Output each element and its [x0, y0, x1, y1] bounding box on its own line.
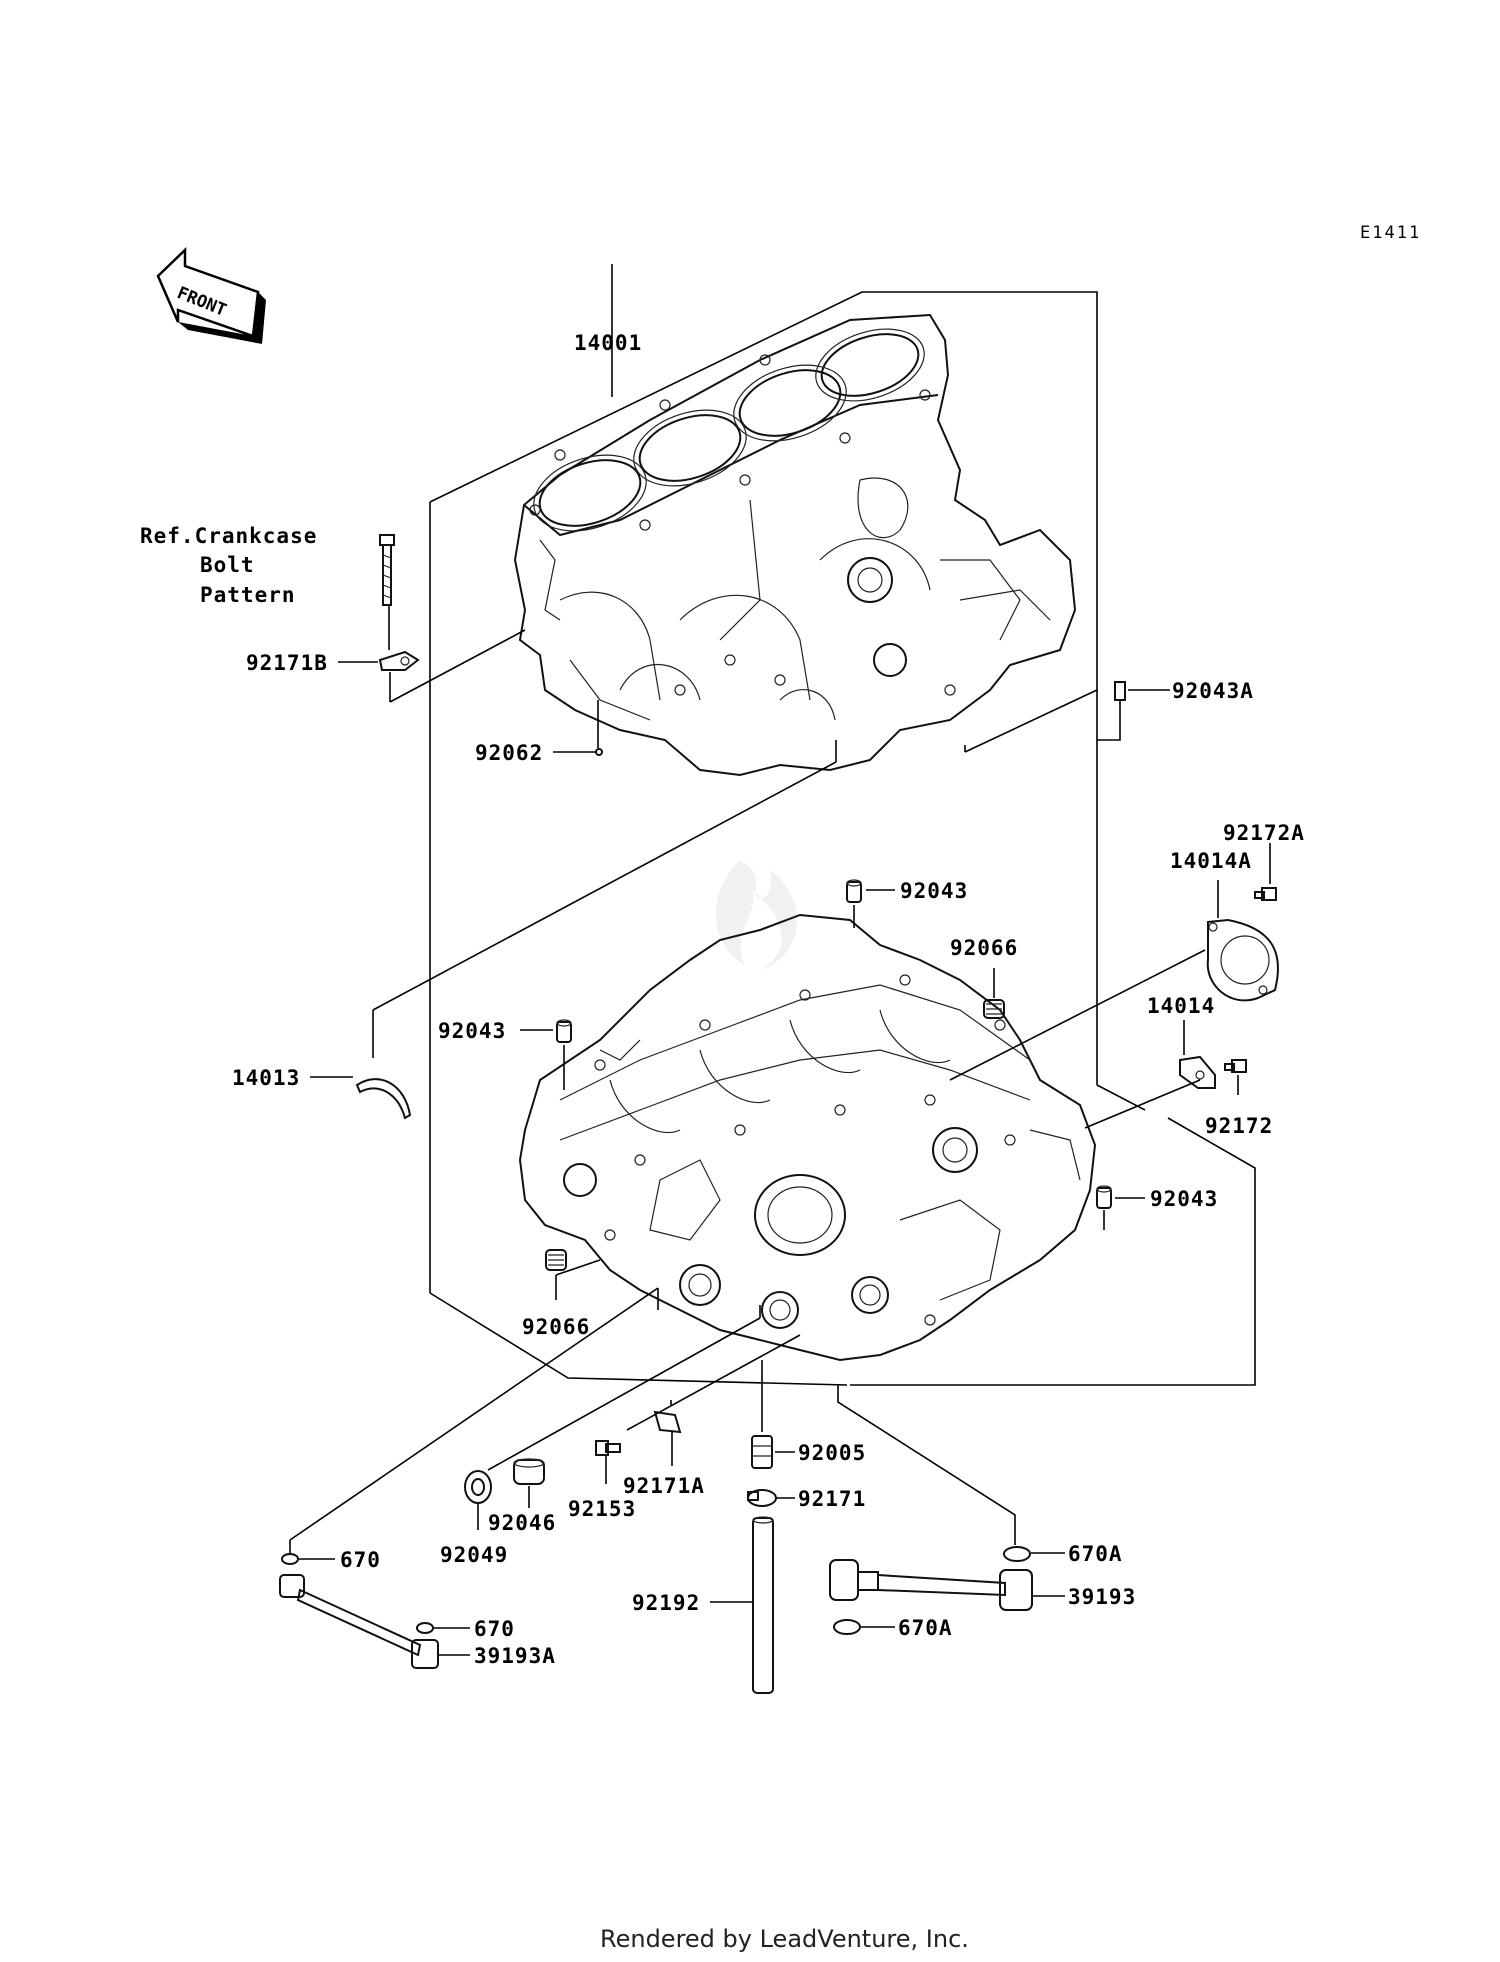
- bolt-92172[interactable]: [1224, 1059, 1247, 1073]
- ref-note-line3: Pattern: [200, 583, 296, 607]
- cover-14014A[interactable]: [1206, 918, 1279, 1002]
- bolt-92153[interactable]: [595, 1440, 621, 1456]
- label-14013: 14013: [232, 1066, 300, 1090]
- bearing-14013[interactable]: [355, 1078, 412, 1120]
- bearing-92046[interactable]: [513, 1458, 545, 1485]
- label-670A-top: 670A: [1068, 1542, 1123, 1566]
- label-92043-right: 92043: [1150, 1187, 1218, 1211]
- diagram-code: E1411: [1360, 223, 1421, 243]
- hose-92192[interactable]: [752, 1516, 774, 1694]
- label-14014: 14014: [1147, 994, 1215, 1018]
- label-92172A: 92172A: [1223, 821, 1305, 845]
- clamp-92171A[interactable]: [653, 1410, 682, 1434]
- clamp-92171[interactable]: [747, 1489, 777, 1507]
- label-92171: 92171: [798, 1487, 866, 1511]
- bolt-92172A[interactable]: [1254, 887, 1277, 901]
- o-ring-670A-bottom[interactable]: [833, 1619, 861, 1635]
- label-14001: 14001: [574, 331, 642, 355]
- crankcase-bolt[interactable]: [379, 534, 395, 606]
- label-92153: 92153: [568, 1497, 636, 1521]
- footer-credit: Rendered by LeadVenture, Inc.: [600, 1925, 969, 1953]
- clamp-92171B[interactable]: [378, 650, 420, 671]
- front-arrow-icon: FRONT: [156, 247, 266, 344]
- dowel-92043-top[interactable]: [846, 879, 862, 903]
- label-39193: 39193: [1068, 1585, 1136, 1609]
- pipe-39193A[interactable]: [279, 1574, 439, 1669]
- label-670-bottom: 670: [474, 1617, 515, 1641]
- lower-crankcase[interactable]: [518, 913, 1097, 1362]
- label-92066-left: 92066: [522, 1315, 590, 1339]
- label-92049: 92049: [440, 1543, 508, 1567]
- o-ring-670A-top[interactable]: [1003, 1546, 1031, 1562]
- plug-92066-right[interactable]: [983, 999, 1005, 1019]
- label-14014A: 14014A: [1170, 849, 1252, 873]
- label-92192: 92192: [632, 1591, 700, 1615]
- upper-crankcase-14001[interactable]: [513, 313, 1077, 777]
- label-92043A: 92043A: [1172, 679, 1254, 703]
- label-92046: 92046: [488, 1511, 556, 1535]
- label-92043-left: 92043: [438, 1019, 506, 1043]
- label-92171A: 92171A: [623, 1474, 705, 1498]
- pin-92062[interactable]: [595, 748, 603, 756]
- label-39193A: 39193A: [474, 1644, 556, 1668]
- plug-92066-left[interactable]: [545, 1249, 567, 1271]
- o-ring-670-top[interactable]: [281, 1553, 299, 1565]
- dowel-92043-left[interactable]: [556, 1019, 572, 1043]
- label-92005: 92005: [798, 1441, 866, 1465]
- label-670A-bottom: 670A: [898, 1616, 953, 1640]
- label-92043-top: 92043: [900, 879, 968, 903]
- label-92171B: 92171B: [246, 651, 328, 675]
- bracket-14014[interactable]: [1179, 1055, 1216, 1089]
- leader-lines: [289, 264, 1271, 1656]
- dowel-92043A[interactable]: [1114, 681, 1126, 701]
- label-92062: 92062: [475, 741, 543, 765]
- ref-note-line2: Bolt: [200, 553, 255, 577]
- label-92172: 92172: [1205, 1114, 1273, 1138]
- o-ring-670-bottom[interactable]: [416, 1622, 434, 1634]
- ref-note-line1: Ref.Crankcase: [140, 524, 317, 548]
- label-92066-right: 92066: [950, 936, 1018, 960]
- watermark-logo: [715, 860, 798, 970]
- label-670-top: 670: [340, 1548, 381, 1572]
- pipe-39193[interactable]: [829, 1559, 1033, 1611]
- seal-92049[interactable]: [464, 1470, 492, 1504]
- dowel-92043-right[interactable]: [1096, 1185, 1112, 1209]
- fitting-92005[interactable]: [751, 1435, 773, 1469]
